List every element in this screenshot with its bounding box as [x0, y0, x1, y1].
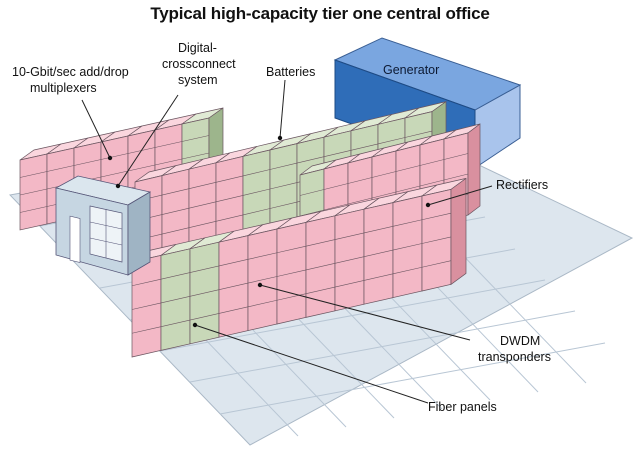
- label-dcs-line1: Digital-: [178, 41, 217, 55]
- rack-divider: [100, 153, 129, 160]
- label-fiber-panels: Fiber panels: [428, 400, 497, 414]
- rack-divider: [19, 206, 48, 213]
- crossconnect-cabinet: [54, 175, 152, 276]
- leader-lines: [81, 79, 493, 404]
- rack-divider: [242, 169, 271, 177]
- rack-divider: [305, 263, 336, 271]
- rack-divider: [189, 313, 220, 321]
- rack-divider: [377, 137, 406, 145]
- label-batteries: Batteries: [266, 65, 315, 79]
- rack-divider: [421, 236, 452, 244]
- label-mux-line2: multiplexers: [30, 81, 97, 95]
- rack-divider: [395, 185, 421, 193]
- rack-divider: [131, 302, 162, 310]
- dwdm-row-end-side: [450, 177, 467, 286]
- rack-divider: [161, 227, 190, 235]
- rack-divider: [323, 183, 349, 190]
- rack-divider: [242, 188, 271, 196]
- rack-divider: [347, 197, 373, 205]
- rack-divider: [215, 195, 244, 203]
- rack-divider: [299, 189, 325, 196]
- label-dwdm-line2: transponders: [478, 350, 551, 364]
- rack-divider: [215, 175, 244, 183]
- rack-divider: [421, 212, 452, 221]
- label-dcs-line3: system: [178, 73, 218, 87]
- rack-divider: [419, 179, 445, 187]
- rack-divider: [392, 219, 423, 227]
- leader-dots: [107, 135, 431, 328]
- rack-divider: [127, 164, 156, 172]
- rack-divider: [363, 226, 394, 234]
- rack-divider: [392, 243, 423, 251]
- rack-divider: [154, 141, 183, 148]
- rack-divider: [161, 188, 190, 196]
- rack-divider: [350, 143, 379, 151]
- rack-divider: [189, 265, 220, 273]
- rack-divider: [73, 159, 102, 166]
- label-dcs-line2: crossconnect: [162, 57, 236, 71]
- rack-divider: [131, 326, 162, 334]
- diagram-title: Typical high-capacity tier one central o…: [150, 4, 490, 23]
- rack-divider: [154, 158, 183, 166]
- rectifier-row-end-side: [467, 123, 481, 216]
- crossconnect-side: [127, 191, 151, 276]
- crossconnect-panel: [69, 215, 81, 263]
- rack-divider: [161, 207, 190, 215]
- rack-divider: [305, 286, 336, 294]
- rack-divider: [160, 272, 191, 280]
- rack-divider: [323, 203, 349, 211]
- rack-divider: [395, 165, 421, 172]
- rack-divider: [19, 188, 48, 196]
- rack-divider: [419, 159, 445, 166]
- rack-divider: [188, 221, 217, 228]
- rack-divider: [247, 252, 278, 260]
- rack-divider: [392, 266, 423, 275]
- rack-divider: [247, 276, 278, 284]
- rack-divider: [181, 152, 210, 160]
- rack-divider: [334, 280, 365, 288]
- label-generator: Generator: [383, 63, 439, 77]
- label-dwdm-line1: DWDM: [500, 334, 540, 348]
- rack-divider: [363, 249, 394, 257]
- rack-divider: [160, 296, 191, 304]
- rack-divider: [443, 153, 469, 160]
- rack-divider: [218, 259, 249, 267]
- rack-divider: [160, 319, 191, 327]
- rack-divider: [443, 173, 469, 181]
- rack-divider: [215, 214, 244, 222]
- rack-divider: [189, 289, 220, 297]
- rack-divider: [100, 170, 129, 178]
- rack-divider: [347, 177, 373, 184]
- rack-divider: [276, 293, 307, 301]
- rack-divider: [371, 171, 397, 178]
- rack-divider: [46, 165, 75, 172]
- rack-divider: [188, 182, 217, 189]
- rack-divider: [19, 171, 48, 178]
- rack-divider: [404, 130, 433, 138]
- rack-divider: [276, 269, 307, 277]
- rack-divider: [269, 182, 298, 190]
- rack-divider: [305, 239, 336, 247]
- rack-divider: [334, 256, 365, 264]
- rack-divider: [131, 278, 162, 287]
- rack-divider: [188, 201, 217, 209]
- rack-divider: [247, 299, 278, 308]
- rack-divider: [218, 282, 249, 290]
- rack-divider: [323, 150, 352, 157]
- rack-divider: [242, 208, 271, 216]
- rack-divider: [276, 245, 307, 254]
- rack-divider: [218, 306, 249, 314]
- rack-divider: [363, 273, 394, 281]
- rack-divider: [334, 232, 365, 240]
- rack-divider: [296, 156, 325, 164]
- rack-divider: [421, 260, 452, 268]
- rack-divider: [371, 191, 397, 199]
- rack-divider: [181, 135, 210, 142]
- rack-divider: [269, 201, 298, 209]
- label-mux-line1: 10-Gbit/sec add/drop: [12, 65, 129, 79]
- rack-divider: [269, 162, 298, 170]
- label-rectifiers: Rectifiers: [496, 178, 548, 192]
